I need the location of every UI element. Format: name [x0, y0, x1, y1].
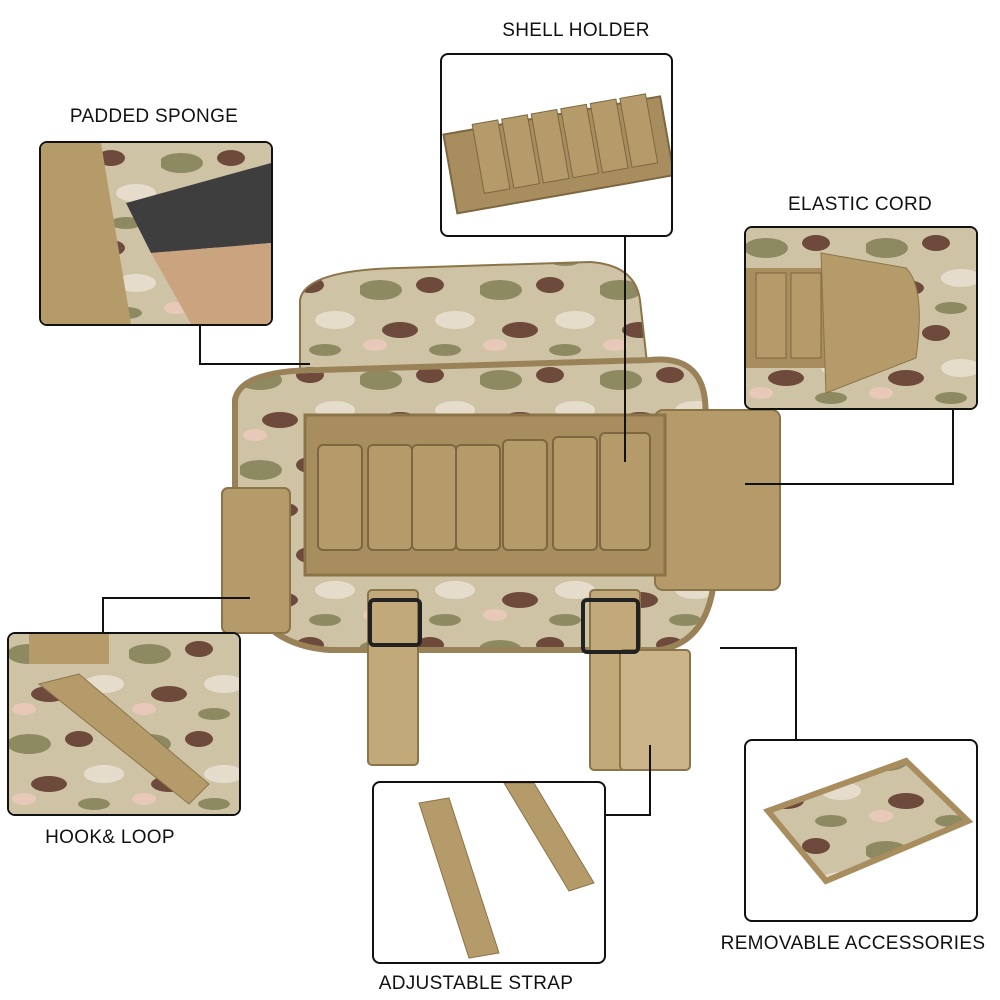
label-padded-sponge: PADDED SPONGE [69, 106, 239, 127]
callout-adjustable-strap-image [372, 781, 606, 964]
label-shell-holder: SHELL HOLDER [502, 20, 650, 41]
callout-padded-sponge-image [39, 141, 273, 326]
label-removable-accessories: REMOVABLE ACCESSORIES [720, 933, 986, 954]
callout-hook-loop-image [7, 632, 241, 816]
label-elastic-cord: ELASTIC CORD [787, 194, 933, 215]
callout-shell-holder-image [440, 53, 673, 237]
callout-removable-accessories-image [744, 739, 978, 922]
callout-elastic-cord-image [744, 226, 978, 410]
label-hook-loop: HOOK& LOOP [45, 827, 175, 848]
label-adjustable-strap: ADJUSTABLE STRAP [378, 973, 574, 994]
